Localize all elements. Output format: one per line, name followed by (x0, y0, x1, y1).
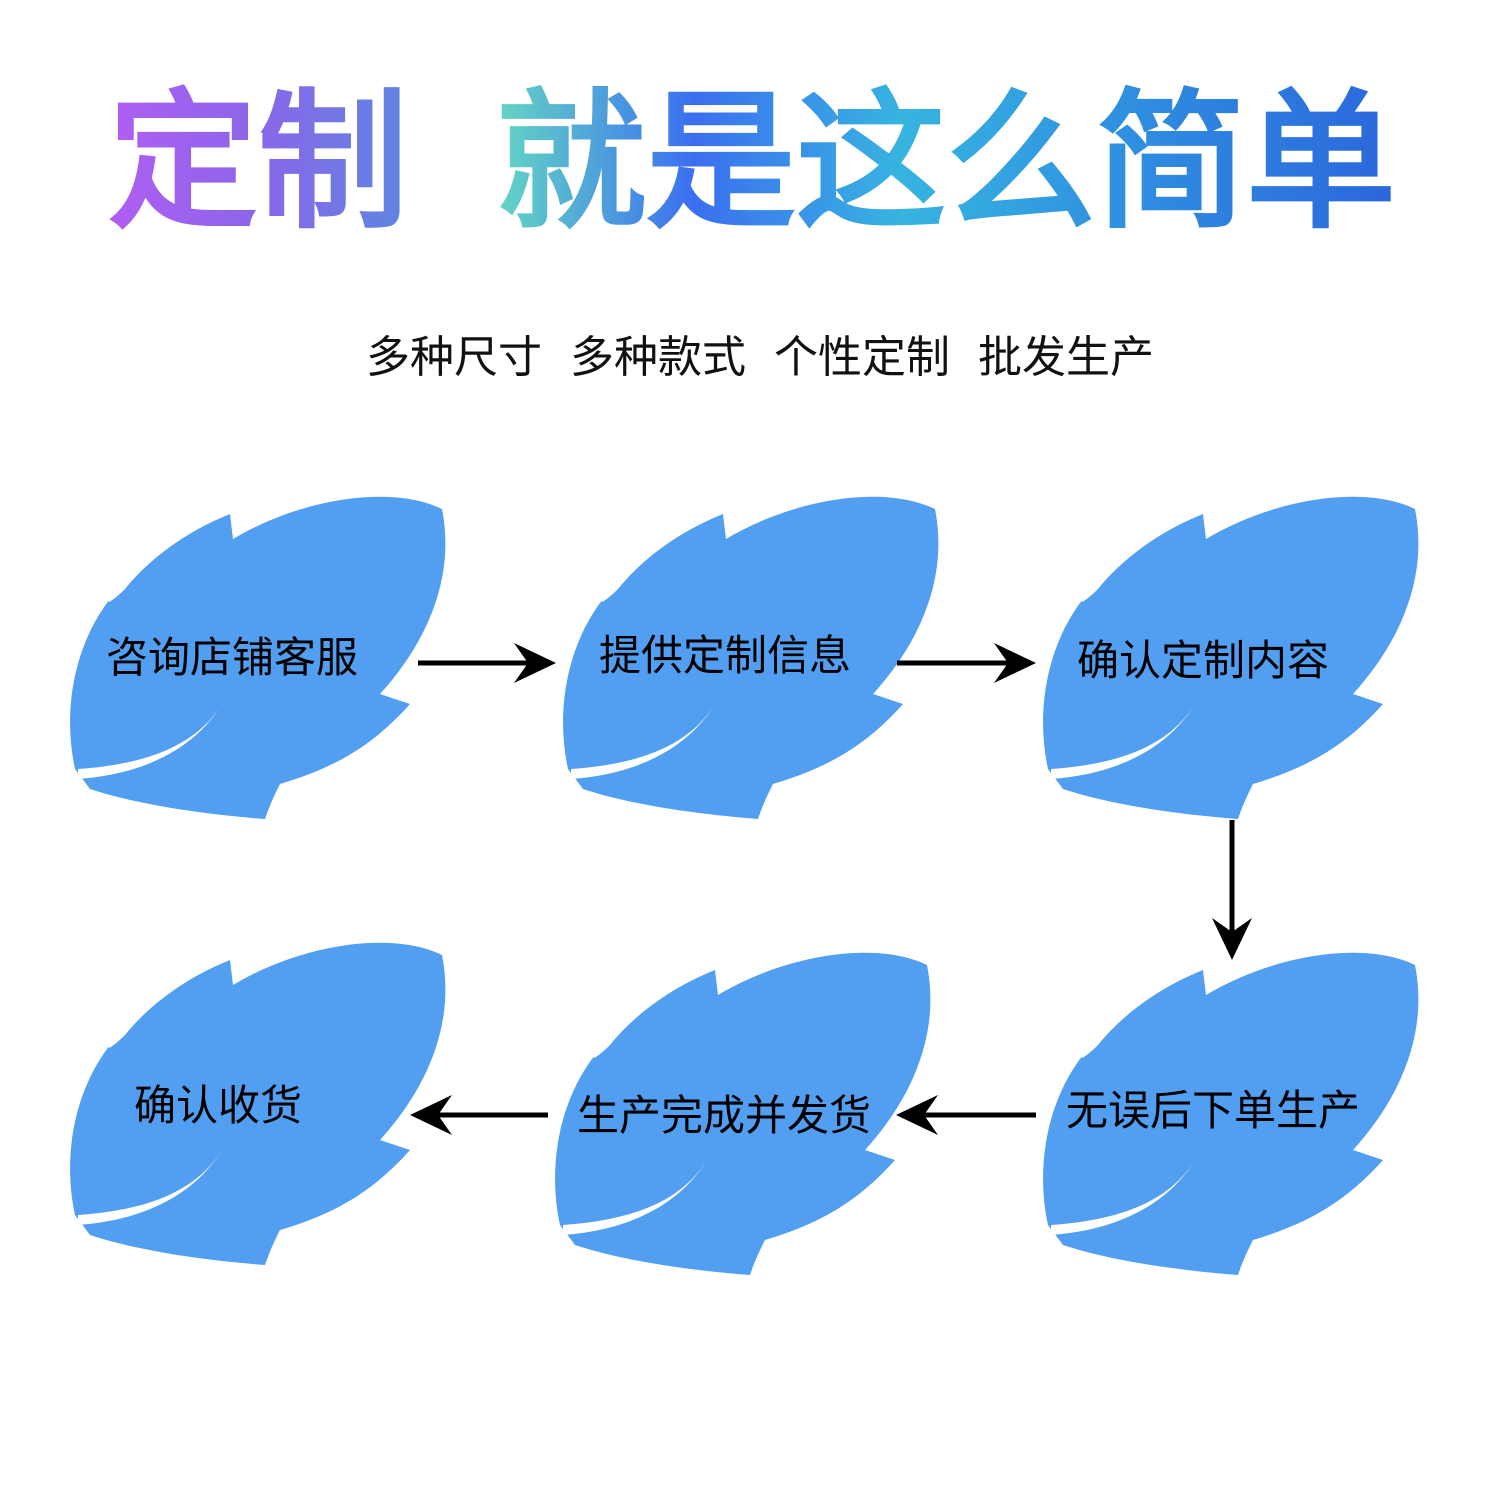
step-label: 确认定制内容 (1077, 636, 1329, 685)
arrow-head-icon (994, 643, 1036, 683)
step-label: 提供定制信息 (599, 631, 851, 680)
step-label: 生产完成并发货 (577, 1091, 871, 1140)
step-node: 确认收货 (70, 942, 446, 1265)
arrow-head-icon (896, 1095, 938, 1135)
step-node: 无误后下单生产 (1043, 952, 1419, 1275)
step-node: 生产完成并发货 (555, 952, 931, 1275)
arrow-connector (410, 1095, 548, 1135)
title-part-2: 就是这么简单 (496, 76, 1396, 250)
arrow-connector (896, 1095, 1036, 1135)
step-label: 无误后下单生产 (1066, 1086, 1360, 1135)
arrows-layer (410, 643, 1252, 1135)
arrow-head-icon (1212, 918, 1252, 960)
step-node: 提供定制信息 (563, 496, 939, 819)
step-node: 咨询店铺客服 (70, 496, 446, 819)
step-label: 确认收货 (134, 1081, 302, 1130)
step-label: 咨询店铺客服 (106, 633, 358, 682)
title-part-1: 定制 (108, 76, 408, 250)
step-node: 确认定制内容 (1043, 496, 1419, 819)
arrow-connector (418, 643, 556, 683)
arrow-connector (1212, 820, 1252, 960)
arrow-head-icon (514, 643, 556, 683)
arrow-head-icon (410, 1095, 452, 1135)
subtitle: 多种尺寸 多种款式 个性定制 批发生产 (366, 332, 1154, 383)
main-title: 定制 就是这么简单 (108, 76, 1396, 250)
arrow-connector (897, 643, 1036, 683)
